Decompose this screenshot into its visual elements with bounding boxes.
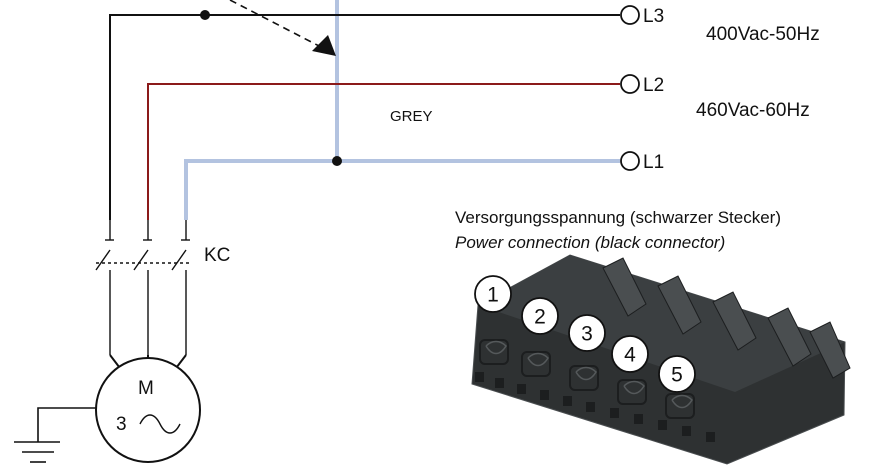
motor-letter: M <box>138 378 154 399</box>
terminal-l2-circle <box>620 74 640 94</box>
pin-number-4: 4 <box>624 344 636 367</box>
pin-badge-1: 1 <box>474 275 512 313</box>
voltage-primary: 400Vac-50Hz <box>706 24 820 45</box>
pin-number-5: 5 <box>671 364 683 387</box>
grey-wire-label: GREY <box>390 108 433 125</box>
pin-number-3: 3 <box>581 323 593 346</box>
voltage-secondary: 460Vac-60Hz <box>696 100 810 121</box>
motor-symbol <box>95 357 201 463</box>
terminal-l3-label: L3 <box>643 6 664 27</box>
black-connector-image <box>471 254 851 465</box>
dashed-arrow <box>229 0 324 49</box>
pin-number-2: 2 <box>534 306 546 329</box>
ac-wave-icon <box>139 414 181 434</box>
pin-badge-5: 5 <box>658 355 696 393</box>
wire-l1 <box>184 159 620 220</box>
motor-phases: 3 <box>116 414 127 435</box>
contactor-label: KC <box>204 245 230 266</box>
terminal-l2-label: L2 <box>643 75 664 96</box>
connector-caption-de: Versorgungsspannung (schwarzer Stecker) <box>455 208 781 227</box>
pin-badge-2: 2 <box>521 297 559 335</box>
pin-badge-4: 4 <box>611 335 649 373</box>
connector-caption-en: Power connection (black connector) <box>455 233 725 252</box>
arrow-head <box>312 35 336 56</box>
junction-dot-l3 <box>200 10 210 20</box>
contactor-kc <box>95 220 190 355</box>
pin-badge-3: 3 <box>568 314 606 352</box>
terminal-l3-circle <box>620 5 640 25</box>
wire-l3 <box>109 14 620 220</box>
wire-l2 <box>147 83 620 220</box>
terminal-l1-circle <box>620 151 640 171</box>
ground-icon <box>14 407 96 463</box>
terminal-l1-label: L1 <box>643 152 664 173</box>
pin-number-1: 1 <box>487 284 499 307</box>
junction-dot-l1 <box>332 156 342 166</box>
